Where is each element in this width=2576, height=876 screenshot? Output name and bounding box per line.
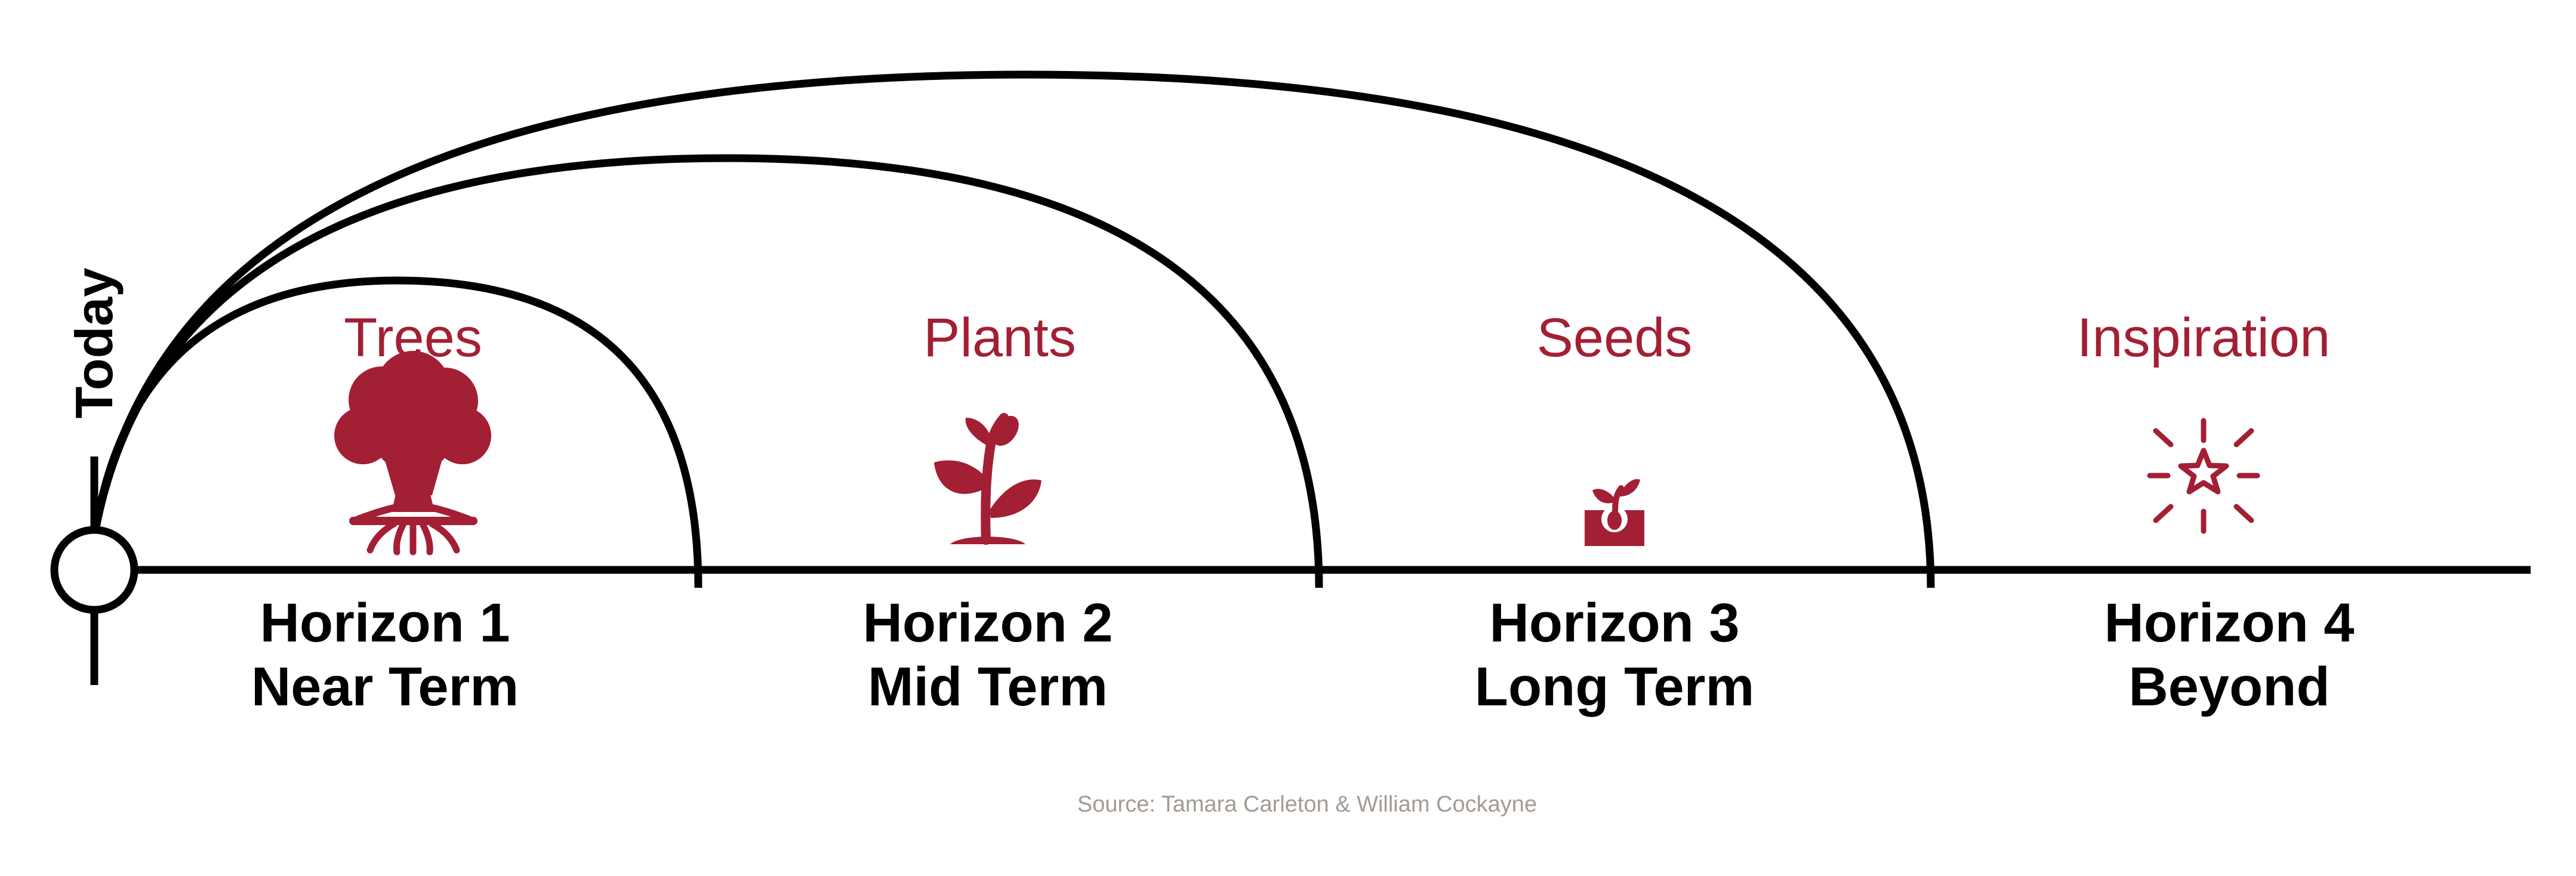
horizon-4-title: Horizon 4	[2104, 593, 2354, 653]
horizon-4-subtitle: Beyond	[2128, 656, 2330, 717]
horizon-3-arc	[91, 70, 1935, 588]
today-label: Today	[64, 268, 124, 419]
horizon-4-category: Inspiration	[2077, 307, 2330, 368]
seed-icon	[1585, 479, 1644, 546]
source-credit: Source: Tamara Carleton & William Cockay…	[1077, 792, 1537, 817]
plant-icon	[934, 413, 1042, 545]
horizon-1-title: Horizon 1	[260, 593, 510, 653]
horizon-2-subtitle: Mid Term	[868, 656, 1108, 717]
horizon-1-subtitle: Near Term	[251, 656, 519, 717]
horizon-2-arc	[91, 154, 1323, 588]
star-burst-icon	[2147, 418, 2260, 534]
horizon-2-category: Plants	[923, 307, 1076, 368]
horizon-2-title: Horizon 2	[862, 593, 1113, 653]
horizon-3-subtitle: Long Term	[1475, 656, 1755, 717]
horizon-3-title: Horizon 3	[1489, 593, 1739, 653]
today-node	[50, 526, 138, 614]
horizon-3-category: Seeds	[1537, 307, 1693, 368]
tree-icon	[334, 351, 491, 556]
